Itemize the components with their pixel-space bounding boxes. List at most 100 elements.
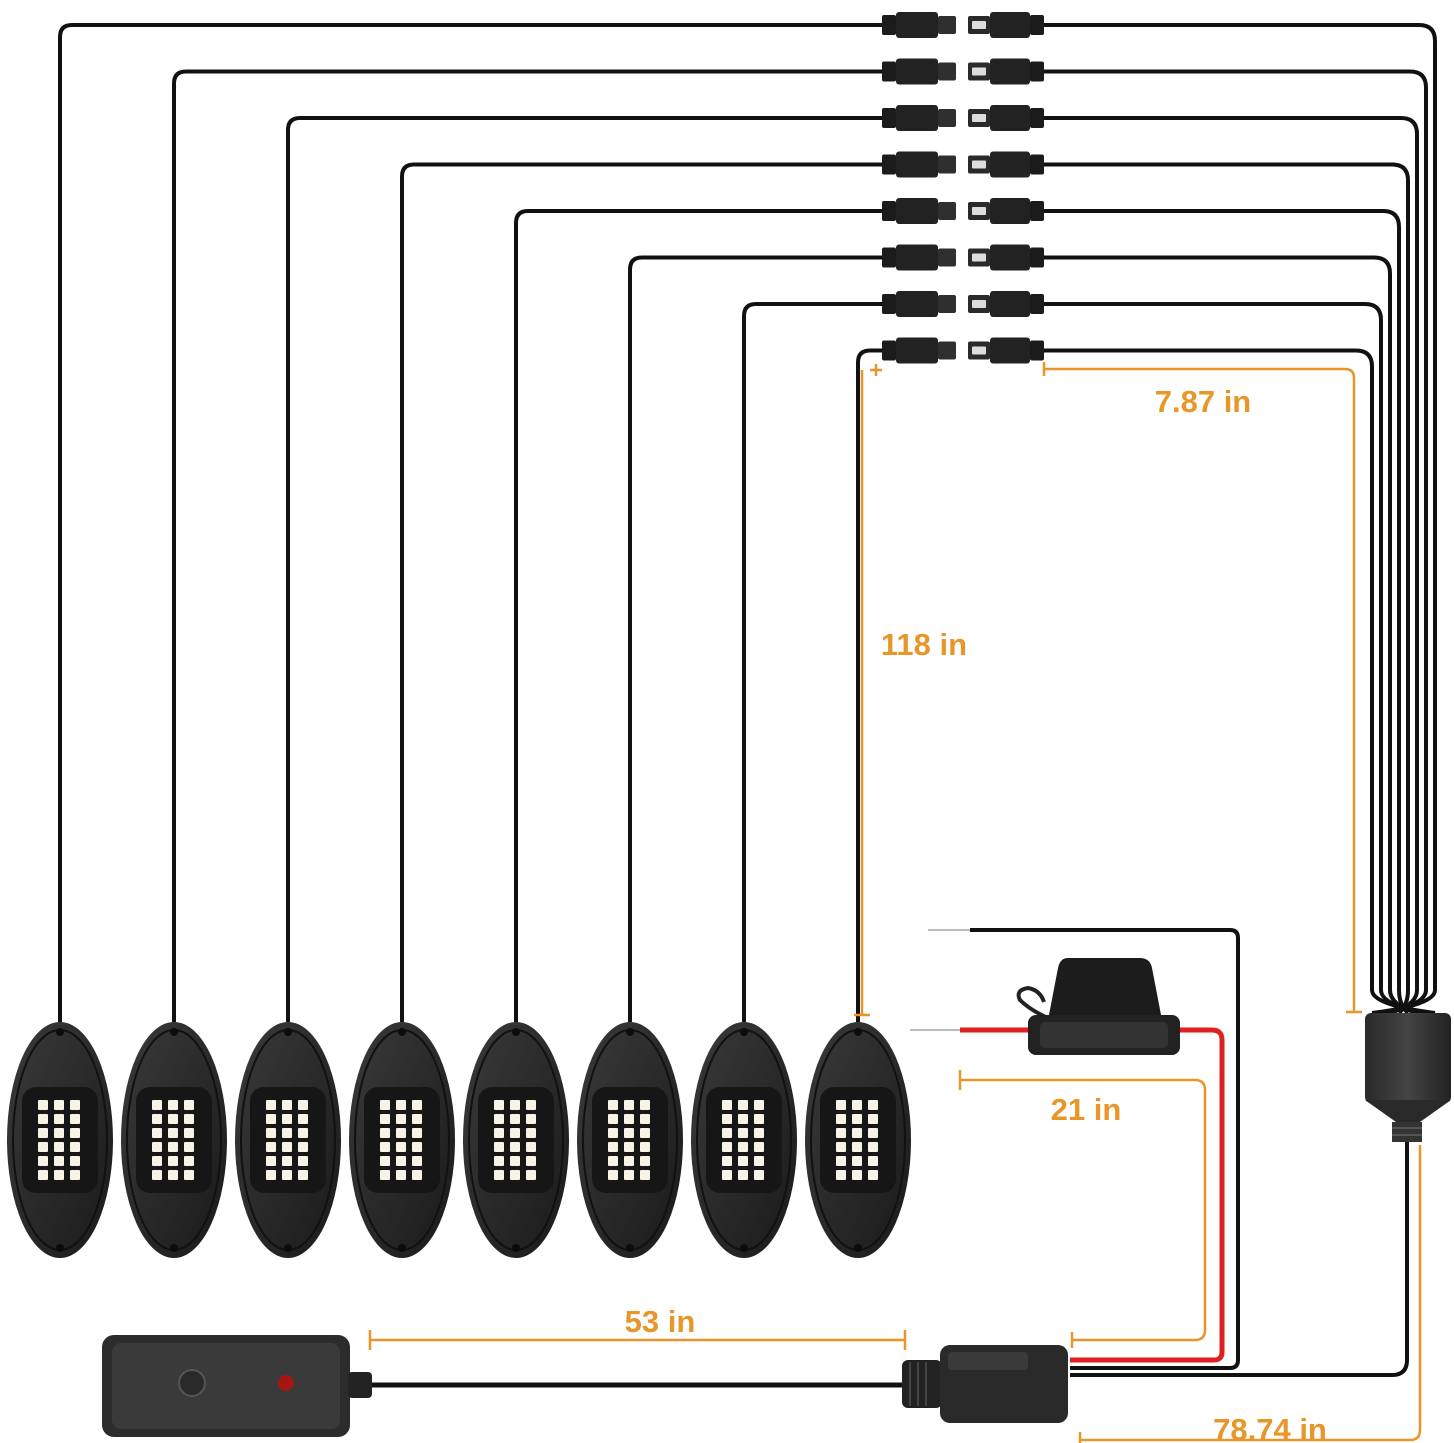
two-pin-connector-icon bbox=[968, 198, 1044, 224]
pod-cable bbox=[856, 348, 882, 1022]
led-chip bbox=[396, 1170, 406, 1180]
led-chip bbox=[526, 1100, 536, 1110]
led-chip bbox=[738, 1114, 748, 1124]
led-chip bbox=[526, 1114, 536, 1124]
pod-cable bbox=[400, 162, 882, 1022]
rock-light-pods bbox=[7, 1022, 911, 1258]
led-chip bbox=[754, 1114, 764, 1124]
pod-cable-length-label: 118 in bbox=[881, 627, 967, 662]
pod-cable bbox=[742, 302, 882, 1022]
led-chip bbox=[608, 1170, 618, 1180]
two-pin-connector-icon bbox=[882, 12, 956, 38]
led-chip bbox=[722, 1142, 732, 1152]
led-chip bbox=[152, 1170, 162, 1180]
led-chip bbox=[38, 1142, 48, 1152]
led-chip bbox=[282, 1100, 292, 1110]
led-chip bbox=[168, 1170, 178, 1180]
led-chip bbox=[168, 1114, 178, 1124]
led-chip bbox=[624, 1142, 634, 1152]
led-chip bbox=[754, 1128, 764, 1138]
led-chip bbox=[266, 1114, 276, 1124]
led-chip bbox=[624, 1100, 634, 1110]
led-chip bbox=[70, 1114, 80, 1124]
dimension-lines bbox=[368, 362, 1422, 1443]
led-chip bbox=[754, 1142, 764, 1152]
rock-light-pod-icon bbox=[7, 1022, 113, 1258]
led-chip bbox=[38, 1100, 48, 1110]
led-chip bbox=[38, 1170, 48, 1180]
led-chip bbox=[298, 1128, 308, 1138]
led-chip bbox=[380, 1100, 390, 1110]
pod-cable bbox=[172, 69, 882, 1022]
led-chip bbox=[152, 1100, 162, 1110]
led-chip bbox=[510, 1142, 520, 1152]
led-chip bbox=[152, 1128, 162, 1138]
two-pin-connector-icon bbox=[882, 291, 956, 317]
led-chip bbox=[412, 1128, 422, 1138]
fan-cable bbox=[1044, 116, 1419, 1015]
two-pin-connector-icon bbox=[968, 12, 1044, 38]
led-chip bbox=[380, 1142, 390, 1152]
led-chip bbox=[608, 1128, 618, 1138]
led-chip bbox=[38, 1128, 48, 1138]
led-chip bbox=[266, 1156, 276, 1166]
led-chip bbox=[152, 1156, 162, 1166]
led-chip bbox=[412, 1170, 422, 1180]
led-chip bbox=[54, 1114, 64, 1124]
led-chip bbox=[608, 1100, 618, 1110]
led-chip bbox=[868, 1128, 878, 1138]
led-chip bbox=[852, 1156, 862, 1166]
led-chip bbox=[526, 1142, 536, 1152]
led-chip bbox=[494, 1114, 504, 1124]
led-chip bbox=[722, 1156, 732, 1166]
remote-cable-length-label: 53 in bbox=[625, 1304, 696, 1339]
led-chip bbox=[396, 1156, 406, 1166]
splitter-fan-cables bbox=[1044, 23, 1437, 1015]
led-chip bbox=[266, 1142, 276, 1152]
led-chip bbox=[722, 1114, 732, 1124]
led-chip bbox=[738, 1170, 748, 1180]
led-chip bbox=[510, 1114, 520, 1124]
dc-connector-icon bbox=[902, 1345, 1068, 1423]
two-pin-connector-icon bbox=[968, 337, 1044, 364]
led-chip bbox=[738, 1128, 748, 1138]
ground-wire bbox=[970, 928, 1240, 1370]
led-chip bbox=[754, 1100, 764, 1110]
led-chip bbox=[624, 1114, 634, 1124]
led-chip bbox=[510, 1156, 520, 1166]
led-chip bbox=[168, 1156, 178, 1166]
two-pin-connector-icon bbox=[968, 105, 1044, 131]
led-chip bbox=[754, 1170, 764, 1180]
led-chip bbox=[836, 1128, 846, 1138]
led-chip bbox=[836, 1170, 846, 1180]
led-chip bbox=[38, 1114, 48, 1124]
led-chip bbox=[412, 1100, 422, 1110]
led-chip bbox=[640, 1128, 650, 1138]
led-chip bbox=[836, 1114, 846, 1124]
rock-light-pod-icon bbox=[805, 1022, 911, 1258]
led-chip bbox=[754, 1156, 764, 1166]
led-chip bbox=[510, 1128, 520, 1138]
fan-cable bbox=[1044, 255, 1418, 1015]
led-chip bbox=[640, 1170, 650, 1180]
led-chip bbox=[526, 1156, 536, 1166]
led-chip bbox=[722, 1100, 732, 1110]
led-chip bbox=[70, 1128, 80, 1138]
led-chip bbox=[396, 1128, 406, 1138]
push-button-icon[interactable] bbox=[178, 1369, 206, 1397]
led-chip bbox=[868, 1170, 878, 1180]
led-chip bbox=[494, 1128, 504, 1138]
led-chip bbox=[184, 1156, 194, 1166]
pigtail-length-label: 7.87 in bbox=[1155, 384, 1252, 419]
fan-cable bbox=[1044, 23, 1437, 1015]
led-chip bbox=[868, 1114, 878, 1124]
led-chip bbox=[70, 1156, 80, 1166]
led-chip bbox=[70, 1142, 80, 1152]
inline-fuse-holder-icon bbox=[1016, 958, 1180, 1055]
led-chip bbox=[380, 1114, 390, 1124]
led-chip bbox=[836, 1156, 846, 1166]
led-chip bbox=[852, 1114, 862, 1124]
led-chip bbox=[738, 1142, 748, 1152]
led-chip bbox=[640, 1100, 650, 1110]
